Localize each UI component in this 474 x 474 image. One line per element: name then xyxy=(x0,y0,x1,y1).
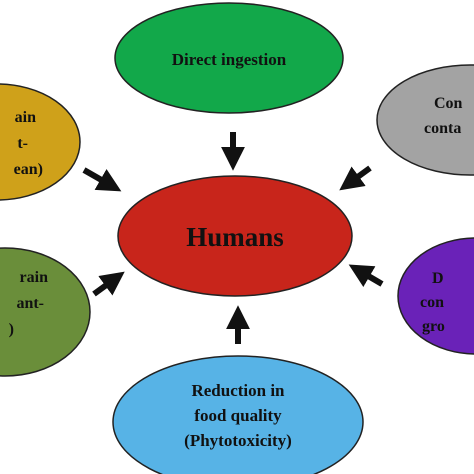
node-lower-left-shape xyxy=(0,247,91,377)
node-lower-left-line-3: ) xyxy=(9,321,14,338)
node-upper-right: Con conta xyxy=(376,64,474,176)
arrow-from-lower-right xyxy=(348,264,384,288)
node-lower-right-line-2: con xyxy=(420,294,444,311)
node-lower-left: rain ant- ) xyxy=(0,247,91,377)
arrow-from-upper-right xyxy=(339,165,372,191)
node-upper-right-line-2: conta xyxy=(424,120,461,137)
node-food-quality: Reduction in food quality (Phytotoxicity… xyxy=(112,355,364,474)
node-lower-right-line-1: D xyxy=(432,270,444,287)
node-upper-left-shape xyxy=(0,83,81,201)
node-humans-shape xyxy=(117,175,353,297)
node-direct-ingestion: Direct ingestion xyxy=(114,2,344,114)
node-food-quality-line-1: Reduction in xyxy=(191,381,285,400)
node-food-quality-shape xyxy=(112,355,364,474)
node-upper-left-line-3: ean) xyxy=(14,161,43,178)
node-humans-label: Humans xyxy=(186,222,284,252)
node-lower-left-line-2: ant- xyxy=(16,295,44,312)
node-upper-right-line-1: Con xyxy=(434,95,463,112)
node-upper-left-line-2: t- xyxy=(17,135,28,152)
node-direct-ingestion-line-1: Direct ingestion xyxy=(172,50,287,69)
node-lower-right-shape xyxy=(397,237,474,355)
node-food-quality-line-3: (Phytotoxicity) xyxy=(184,431,292,450)
node-upper-left-line-1: ain xyxy=(15,109,36,126)
node-food-quality-line-2: food quality xyxy=(194,406,282,425)
arrow-from-upper-left xyxy=(82,167,122,192)
node-lower-right-line-3: gro xyxy=(422,318,445,335)
node-humans: Humans xyxy=(117,175,353,297)
node-upper-right-shape xyxy=(376,64,474,176)
node-upper-left: ain t- ean) xyxy=(0,83,81,201)
node-lower-right: D con gro xyxy=(397,237,474,355)
arrow-from-lower-left xyxy=(92,271,125,297)
node-direct-ingestion-shape xyxy=(114,2,344,114)
node-lower-left-line-1: rain xyxy=(20,269,49,286)
